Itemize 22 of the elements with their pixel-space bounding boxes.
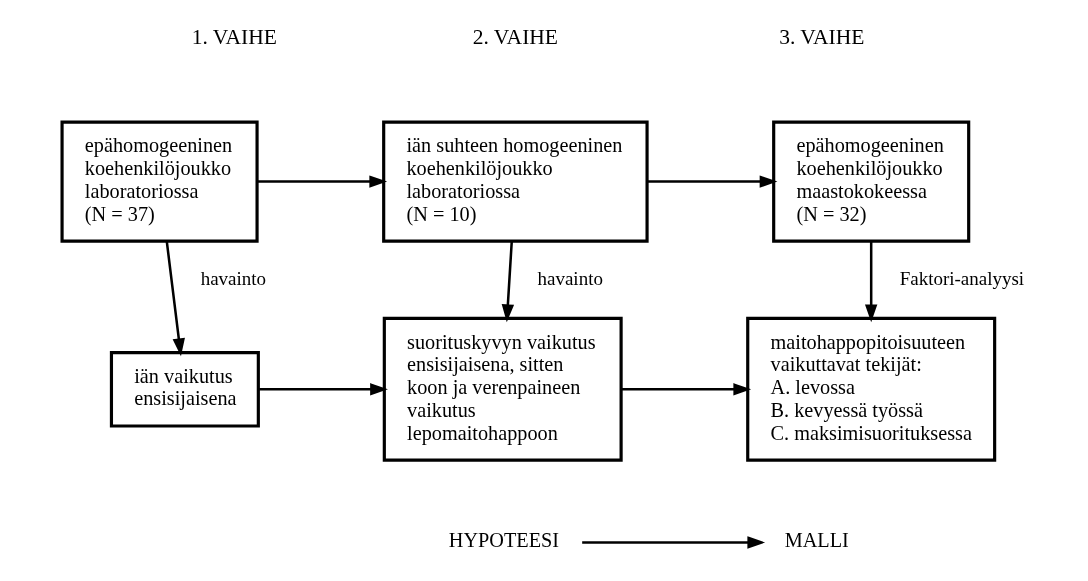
node-box: iän suhteen homogeeninen koehenkilöjoukko laboratoriossa (N = 10) — [381, 120, 649, 243]
edge-label: Faktori-analyysi — [899, 267, 1024, 289]
label: 1. VAIHE — [191, 25, 277, 50]
arrow — [256, 175, 387, 188]
node-box: epähomogeeninen koehenkilöjoukko maastokokeessa (N = 32) — [771, 120, 970, 243]
arrow — [620, 383, 751, 396]
label: 2. VAIHE — [472, 25, 558, 50]
node-box: maitohappopitoisuuteen vaikuttavat tekijät: A. levossa B. kevyessä työssä C. maksimisuorituksessa — [745, 316, 996, 462]
edge-label: havainto — [200, 267, 266, 289]
arrow — [581, 536, 765, 549]
node-box: epähomogeeninen koehenkilöjoukko laboratoriossa (N = 37) — [59, 120, 259, 243]
node-text: MALLI — [784, 529, 849, 552]
arrow — [165, 241, 185, 357]
node-text: HYPOTEESI — [448, 529, 559, 552]
arrow — [258, 383, 388, 396]
arrow — [501, 241, 514, 323]
label: 3. VAIHE — [778, 25, 864, 50]
node-box: iän vaikutus ensisijaisena — [109, 350, 260, 428]
node-box: suorituskyvyn vaikutus ensisijaisena, sitten koon ja verenpaineen vaikutus lepomaitohappoon — [382, 316, 623, 462]
arrow — [864, 241, 877, 323]
arrow — [646, 175, 777, 188]
edge-label: havainto — [537, 267, 603, 289]
